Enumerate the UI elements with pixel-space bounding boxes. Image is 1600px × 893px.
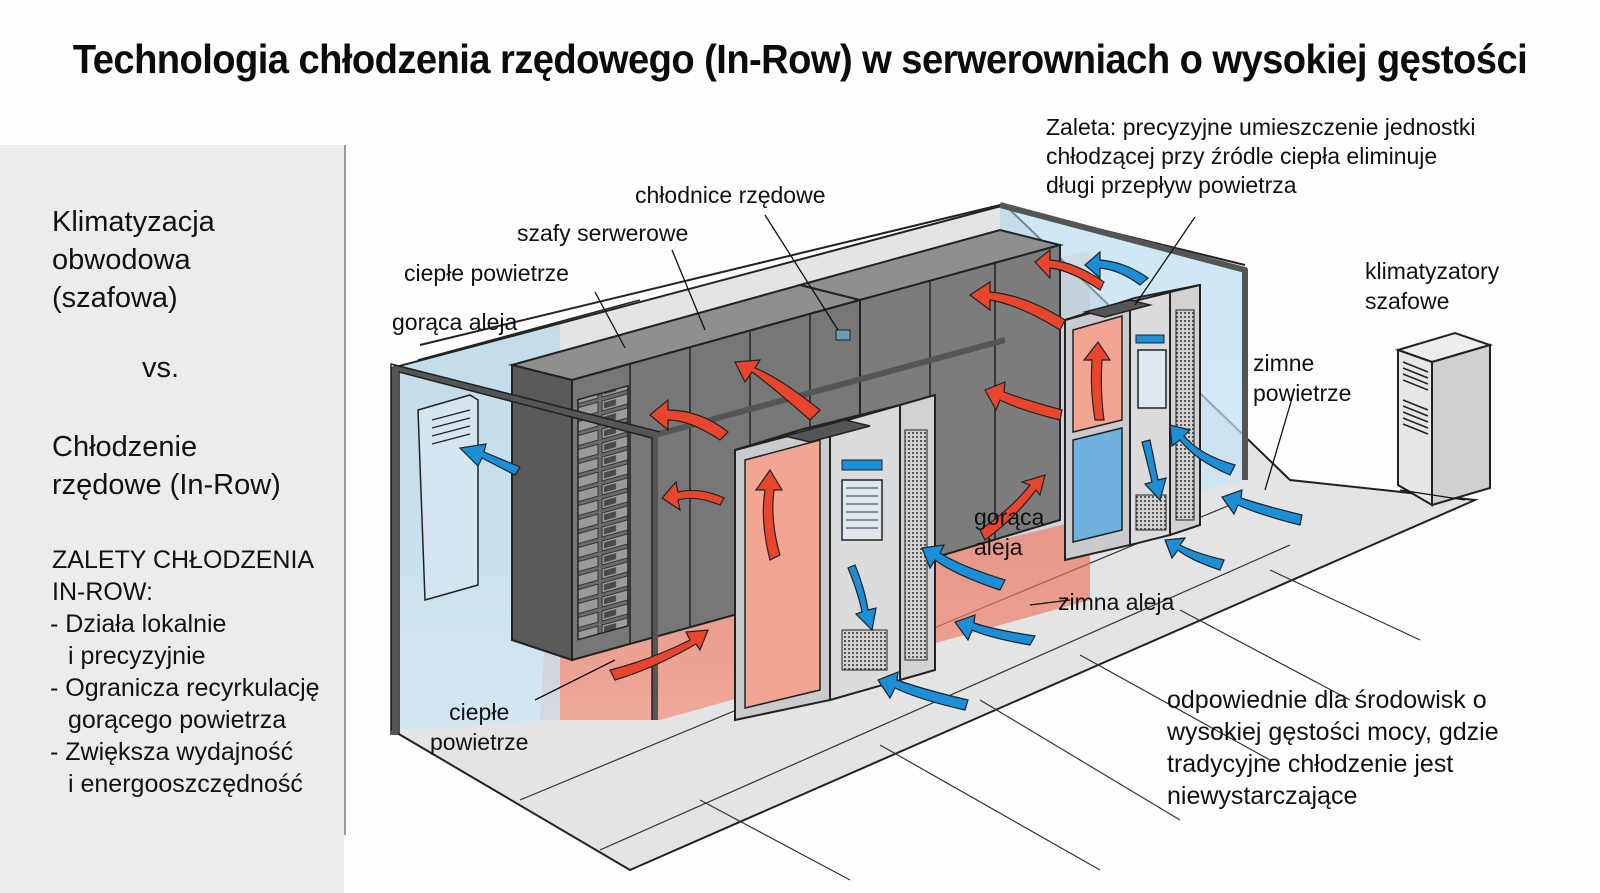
in-row-cooler-right: [1064, 283, 1201, 562]
label-cold-aisle: zimna aleja: [1058, 589, 1175, 615]
label-warm-air-top: ciepłe powietrze: [404, 260, 569, 286]
row-cooler-display-back: [835, 329, 851, 341]
perimeter-ac-unit: [417, 394, 479, 601]
hot-airflow-arrow-icon: [754, 468, 784, 561]
cold-airflow-arrow-icon: [954, 614, 1036, 646]
panel-divider: [344, 145, 346, 835]
label-server-racks: szafy serwerowe: [517, 220, 689, 246]
suitability-callout: odpowiednie dla środowisk o wysokiej gęs…: [1167, 686, 1499, 810]
label-hot-aisle-top: gorąca aleja: [392, 309, 518, 335]
page-title: Technologia chłodzenia rzędowego (In-Row…: [72, 36, 1528, 82]
comparison-panel: [0, 145, 344, 893]
cold-airflow-arrow-icon: [1084, 250, 1149, 286]
hot-airflow-arrow-icon: [968, 280, 1066, 331]
hot-airflow-arrow-icon: [609, 629, 709, 681]
label-leader-lines: [534, 214, 1466, 701]
advantage-item: - Działa lokalnie i precyzyjnie: [50, 610, 227, 670]
advantages-list: - Działa lokalnie i precyzyjnie - Ograni…: [50, 608, 320, 800]
cold-airflow-arrow-icon: [1169, 424, 1236, 476]
cold-airflow-arrow-icon: [1221, 489, 1303, 526]
label-hot-aisle-center: gorąca aleja: [974, 504, 1045, 560]
in-row-cooler-front: [734, 393, 936, 722]
label-row-coolers: chłodnice rzędowe: [635, 182, 826, 208]
cold-airflow-arrow-icon: [1164, 537, 1225, 571]
cold-airflow-arrow-icon: [877, 671, 969, 711]
cold-airflow-arrow-icon: [458, 443, 521, 476]
hot-airflow-arrows: [609, 248, 1112, 681]
cabinet-ac-unit: [1394, 331, 1494, 507]
advantage-item: - Zwiększa wydajność i energooszczędność: [50, 738, 303, 798]
cold-airflow-arrow-icon: [1141, 439, 1167, 502]
in-row-cooling-heading: Chłodzenie rzędowe (In-Row): [52, 431, 281, 501]
advantage-item: - Ogranicza recyrkulację gorącego powiet…: [50, 674, 320, 734]
versus-label: vs.: [142, 352, 180, 384]
cooler-display: [841, 459, 883, 471]
hot-airflow-arrow-icon: [984, 381, 1063, 421]
hot-airflow-arrow-icon: [661, 480, 725, 512]
perforated-panel: [904, 429, 928, 661]
cold-airflow-arrows: [458, 250, 1303, 711]
advantage-callout: Zaleta: precyzyjne umieszczenie jednostk…: [1046, 114, 1476, 198]
hot-airflow-arrow-icon: [649, 398, 729, 441]
label-cold-air: zimne powietrze: [1253, 350, 1352, 406]
cold-airflow-arrow-icon: [847, 564, 877, 632]
label-warm-air-bottom: ciepłe powietrze: [430, 699, 529, 755]
containment-frame: [392, 202, 1248, 735]
hot-airflow-arrow-icon: [734, 359, 821, 421]
label-cabinet-acs: klimatyzatory szafowe: [1365, 258, 1500, 314]
hot-airflow-arrow-icon: [979, 474, 1046, 541]
cold-airflow-arrow-icon: [921, 544, 1006, 591]
hot-airflow-arrow-icon: [1034, 248, 1105, 291]
advantages-title: ZALETY CHŁODZENIA IN-ROW:: [52, 546, 315, 606]
perimeter-cooling-heading: Klimatyzacja obwodowa (szafowa): [52, 206, 215, 314]
hot-airflow-arrow-icon: [1082, 340, 1112, 421]
